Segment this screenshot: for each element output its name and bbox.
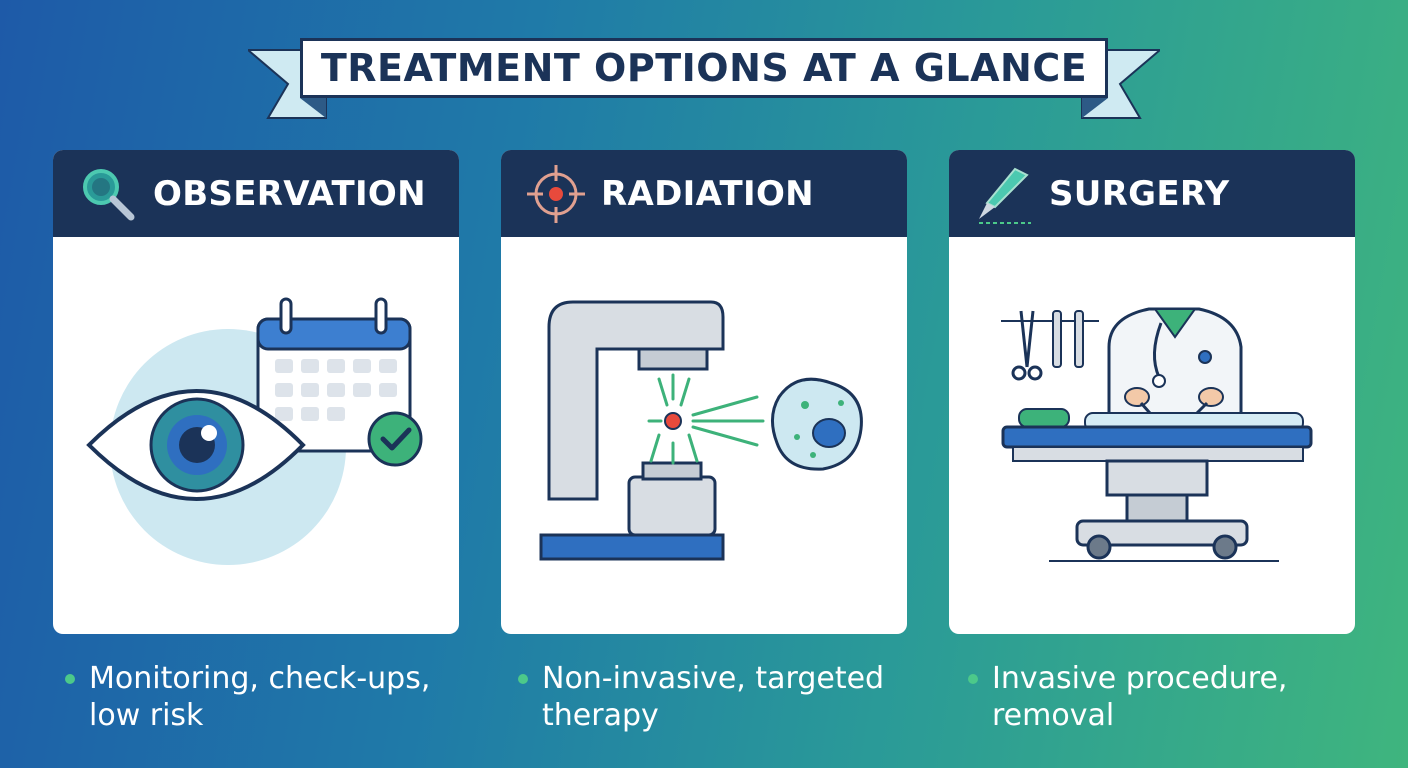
card-title: RADIATION [601, 173, 814, 214]
description-radiation: Non-invasive, targeted therapy [508, 660, 908, 734]
bullet-dot [65, 674, 75, 684]
description-text: Monitoring, check-ups, low risk [89, 661, 431, 733]
description-text: Non-invasive, targeted therapy [542, 661, 885, 733]
card-title: OBSERVATION [153, 173, 426, 214]
card-header: RADIATION [501, 150, 907, 237]
card-header: SURGERY [949, 150, 1355, 237]
bullet-dot [518, 674, 528, 684]
scalpel-icon [979, 167, 1031, 224]
eye-calendar-illustration [53, 237, 459, 634]
card-header: OBSERVATION [53, 150, 459, 237]
bullet-dot [968, 674, 978, 684]
magnifier-icon [83, 168, 135, 220]
description-surgery: Invasive procedure, removal [958, 660, 1358, 734]
surgeon-operating-table-illustration [949, 237, 1355, 634]
card-title: SURGERY [1049, 173, 1230, 214]
radiation-machine-illustration [501, 237, 907, 634]
description-observation: Monitoring, check-ups, low risk [55, 660, 455, 734]
card-surgery: SURGERY [949, 150, 1355, 634]
card-radiation: RADIATION [501, 150, 907, 634]
card-observation: OBSERVATION [53, 150, 459, 634]
page-title: TREATMENT OPTIONS AT A GLANCE [320, 46, 1088, 90]
target-crosshair-icon [527, 164, 585, 223]
title-banner: TREATMENT OPTIONS AT A GLANCE [248, 28, 1160, 120]
banner-title-box: TREATMENT OPTIONS AT A GLANCE [300, 38, 1108, 98]
description-text: Invasive procedure, removal [992, 661, 1288, 733]
